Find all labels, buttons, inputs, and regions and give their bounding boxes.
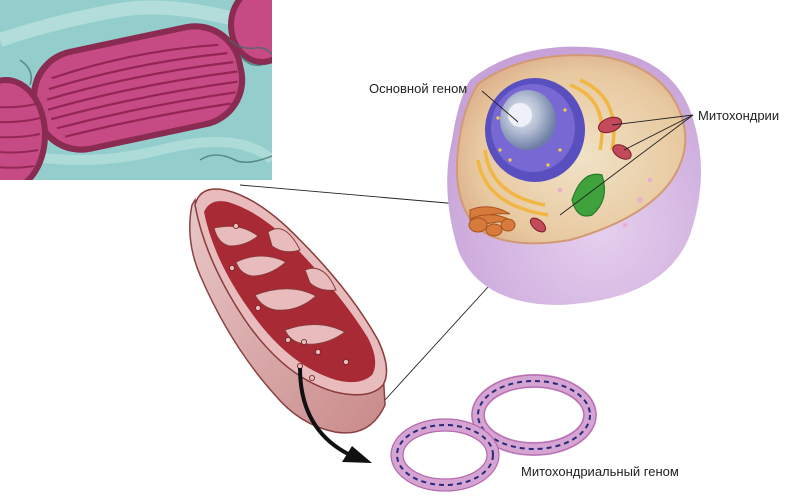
micrograph-image xyxy=(0,0,272,180)
leader-mito-1 xyxy=(611,114,694,126)
label-mitochondria: Митохондрии xyxy=(698,108,780,123)
leader-nuclear xyxy=(481,90,519,123)
curved-arrow xyxy=(298,367,372,463)
mtdna-ring-left xyxy=(390,418,500,492)
connector-line-top xyxy=(239,184,471,206)
green-organelle xyxy=(571,173,605,217)
label-mitochondrial-genome: Митохондриальный геном xyxy=(521,464,679,479)
cell-mitochondria xyxy=(529,116,632,233)
leader-mito-3 xyxy=(559,114,694,216)
label-nuclear-genome: Основной геном xyxy=(369,81,468,96)
mtdna-ring-right xyxy=(471,374,597,456)
leader-mito-2 xyxy=(623,114,694,151)
mitochondrion-cutaway xyxy=(189,188,388,434)
animal-cell xyxy=(447,46,701,306)
golgi xyxy=(468,206,516,237)
